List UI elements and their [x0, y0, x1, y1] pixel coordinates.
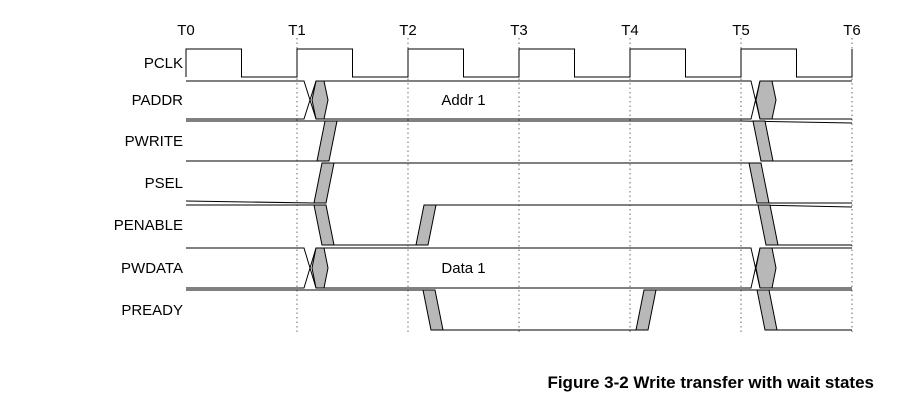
signal-label-penable: PENABLE	[114, 217, 183, 234]
pwdata-valid-top	[324, 247, 761, 289]
timepoint-label-t1: T1	[288, 22, 306, 39]
paddr-valid-bottom	[324, 80, 761, 120]
timepoint-label-t5: T5	[732, 22, 750, 39]
figure-caption: Figure 3-2 Write transfer with wait stat…	[547, 373, 874, 392]
pwrite-rising-edge	[316, 120, 338, 162]
penable-falling-edge-t5	[757, 204, 779, 246]
paddr-pre-bottom	[186, 80, 317, 120]
paddr-valid-top	[324, 80, 761, 120]
pwdata-transition-t5	[755, 247, 777, 289]
paddr-transition-t1	[311, 80, 329, 120]
pwrite-high-rail	[186, 120, 853, 124]
signal-label-pwrite: PWRITE	[125, 133, 183, 150]
signal-label-pready: PREADY	[121, 302, 183, 319]
paddr-pre-top	[186, 80, 317, 120]
penable-falling-edge-t1	[313, 204, 335, 246]
pclk-waveform	[185, 48, 853, 78]
pwdata-valid-bottom	[324, 247, 761, 289]
paddr-transition-t5	[755, 80, 777, 120]
pwdata-pre-top	[186, 247, 317, 289]
pready-falling-edge	[422, 289, 444, 331]
penable-rising-edge-t2	[415, 204, 437, 246]
timepoint-label-t4: T4	[621, 22, 639, 39]
psel-falling-edge	[748, 162, 770, 204]
penable-high	[436, 204, 853, 208]
signal-label-pwdata: PWDATA	[121, 260, 183, 277]
paddr-value-label: Addr 1	[441, 92, 485, 109]
pwdata-value-label: Data 1	[441, 260, 485, 277]
pwdata-transition-t1	[311, 247, 329, 289]
psel-rising-edge	[313, 162, 335, 204]
pwdata-pre-bottom	[186, 247, 317, 289]
pready-falling-edge-t5	[756, 289, 778, 331]
pready-rising-edge	[635, 289, 657, 331]
pwrite-falling-edge	[752, 120, 774, 162]
signal-label-pclk: PCLK	[144, 55, 183, 72]
timepoint-label-t3: T3	[510, 22, 528, 39]
signal-label-paddr: PADDR	[132, 92, 184, 109]
psel-low-pre	[185, 200, 315, 204]
timepoint-label-t6: T6	[843, 22, 861, 39]
timepoint-label-t0: T0	[177, 22, 195, 39]
timepoint-label-t2: T2	[399, 22, 417, 39]
signal-label-psel: PSEL	[145, 175, 183, 192]
